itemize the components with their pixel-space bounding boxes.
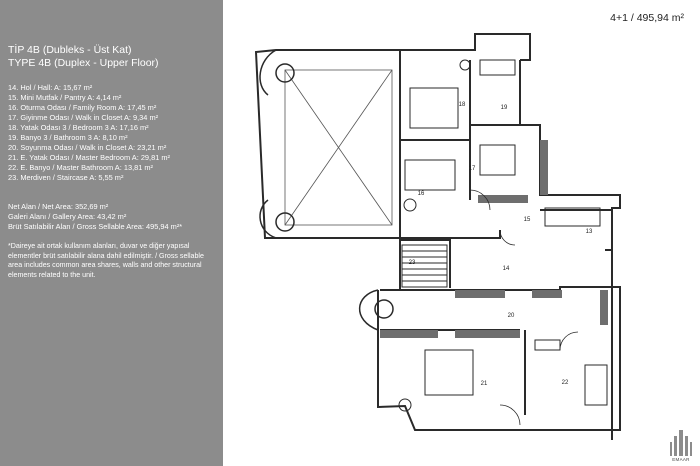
closet: [478, 195, 528, 203]
room-label-13: 13: [586, 229, 593, 235]
outer-wall: [519, 60, 621, 251]
chair: [403, 198, 417, 212]
outer-wall: [400, 230, 501, 239]
door: [469, 189, 491, 211]
room-label-20: 20: [508, 313, 515, 319]
curved-wall: [259, 199, 277, 239]
room-item: 17. Giyinme Odası / Walk in Closet A: 9,…: [8, 113, 159, 123]
legend-panel: TİP 4B (Dubleks - Üst Kat) TYPE 4B (Dupl…: [0, 0, 223, 466]
closet: [455, 290, 505, 298]
net-area: Net Alan / Net Area: 352,69 m²: [8, 202, 109, 211]
room-label-16: 16: [418, 191, 425, 197]
closet: [600, 290, 608, 325]
vanity: [534, 339, 561, 351]
room-label-18: 18: [459, 102, 466, 108]
room-label-23: 23: [409, 260, 416, 266]
footnote: *Daireye ait ortak kullanım alanları, du…: [8, 242, 204, 279]
outer-wall: [377, 286, 621, 431]
gallery-diagonal: [284, 69, 393, 226]
column: [275, 212, 295, 232]
sofa: [404, 159, 456, 191]
emaar-logo-icon: [670, 430, 692, 456]
bathtub: [584, 364, 608, 406]
area-summary: Net Alan / Net Area: 352,69 m² Galeri Al…: [8, 202, 182, 232]
curved-wall: [259, 49, 277, 96]
brand-name: EMAAR: [672, 457, 690, 462]
column: [374, 299, 394, 319]
room-item: 19. Banyo 3 / Bathroom 3 A: 8,10 m²: [8, 133, 128, 143]
room-item: 18. Yatak Odası 3 / Bedroom 3 A: 17,16 m…: [8, 123, 149, 133]
room-label-21: 21: [481, 381, 488, 387]
room-item: 15. Mini Mutfak / Pantry A: 4,14 m²: [8, 93, 122, 103]
closet: [380, 330, 438, 338]
furniture: [398, 59, 608, 412]
bathtub: [479, 59, 516, 76]
unit-summary: 4+1 / 495,94 m²: [610, 12, 684, 24]
inner-wall: [400, 239, 451, 288]
bed: [409, 87, 459, 129]
pantry-counter: [544, 207, 601, 227]
room-item: 14. Hol / Hall: A: 15,67 m²: [8, 83, 93, 92]
doors: [469, 189, 579, 426]
room-label-19: 19: [501, 105, 508, 111]
closet: [455, 330, 520, 338]
gallery-area: Galeri Alanı / Gallery Area: 43,42 m²: [8, 212, 127, 222]
room-list: 14. Hol / Hall: A: 15,67 m² 15. Mini Mut…: [8, 83, 170, 183]
room-label-14: 14: [503, 266, 510, 272]
bed: [424, 349, 474, 396]
desk: [479, 144, 516, 176]
gross-area: Brüt Satılabilir Alan / Gross Sellable A…: [8, 222, 183, 232]
room-label-22: 22: [562, 380, 569, 386]
room-item: 22. E. Banyo / Master Bathroom A: 13,81 …: [8, 163, 154, 173]
chair: [398, 398, 412, 412]
staircase: [401, 244, 448, 288]
column: [275, 63, 295, 83]
outer-wall: [254, 49, 401, 239]
plan-title: TİP 4B (Dubleks - Üst Kat) TYPE 4B (Dupl…: [8, 44, 159, 70]
room-label-15: 15: [524, 217, 531, 223]
closet: [532, 290, 562, 298]
door: [559, 331, 579, 351]
door: [499, 229, 516, 246]
closets: [380, 140, 608, 338]
room-label-17: 17: [469, 166, 476, 172]
curved-wall: [358, 289, 379, 331]
title-english: TYPE 4B (Duplex - Upper Floor): [8, 57, 159, 69]
floor-plan: 14 15 13 16 17 18 19 20 21 22 23: [254, 33, 621, 440]
room-item: 20. Soyunma Odası / Walk in Closet A: 23…: [8, 143, 167, 153]
title-turkish: TİP 4B (Dubleks - Üst Kat): [8, 44, 132, 56]
door: [499, 404, 521, 426]
outer-wall: [400, 33, 531, 61]
gallery-void: [284, 69, 393, 226]
closet: [540, 140, 548, 195]
room-item: 21. E. Yatak Odası / Master Bedroom A: 2…: [8, 153, 170, 163]
room-item: 16. Oturma Odası / Family Room A: 17,45 …: [8, 103, 157, 113]
room-item: 23. Merdiven / Staircase A: 5,55 m²: [8, 173, 124, 183]
chair: [459, 59, 471, 71]
